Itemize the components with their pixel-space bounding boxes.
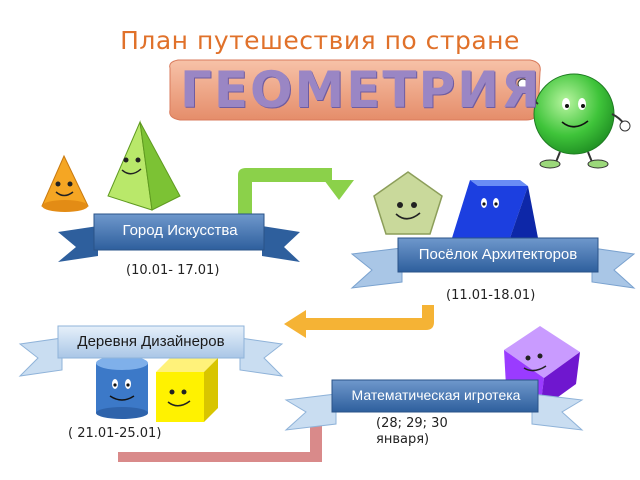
stop-label-designers-village: Деревня Дизайнеров bbox=[77, 333, 225, 350]
pyramid-character bbox=[107, 120, 181, 211]
pentagon-character bbox=[373, 171, 443, 235]
sphere-character bbox=[517, 73, 631, 169]
banner-math-game-room bbox=[284, 379, 584, 431]
banner-designers-village bbox=[18, 325, 284, 377]
stop-dates-designers-village: ( 21.01-25.01) bbox=[68, 426, 162, 441]
trapezoid-character bbox=[452, 180, 538, 238]
stop-dates-city-of-arts: (10.01- 17.01) bbox=[126, 263, 220, 278]
stop-label-math-game-room: Математическая игротека bbox=[351, 387, 521, 403]
stop-dates-math-game-room-line2: января) bbox=[376, 432, 430, 447]
banner-city-of-arts bbox=[58, 213, 300, 262]
cone-character bbox=[41, 154, 89, 212]
stop-dates-architects-village: (11.01-18.01) bbox=[446, 288, 536, 303]
cylinder-character bbox=[96, 356, 148, 419]
country-name: ГЕОМЕТРИЯ bbox=[180, 61, 542, 119]
arrow-orange bbox=[284, 305, 434, 338]
page-title: План путешествия по стране bbox=[120, 26, 520, 55]
arrow-green bbox=[238, 168, 354, 215]
stop-label-architects-village: Посёлок Архитекторов bbox=[418, 246, 578, 263]
arrow-pink bbox=[118, 424, 322, 462]
banner-architects-village bbox=[350, 237, 636, 289]
stop-label-city-of-arts: Город Искусства bbox=[122, 222, 238, 239]
stop-dates-math-game-room-line1: (28; 29; 30 bbox=[376, 416, 448, 431]
yellow-cube-character bbox=[156, 358, 218, 422]
